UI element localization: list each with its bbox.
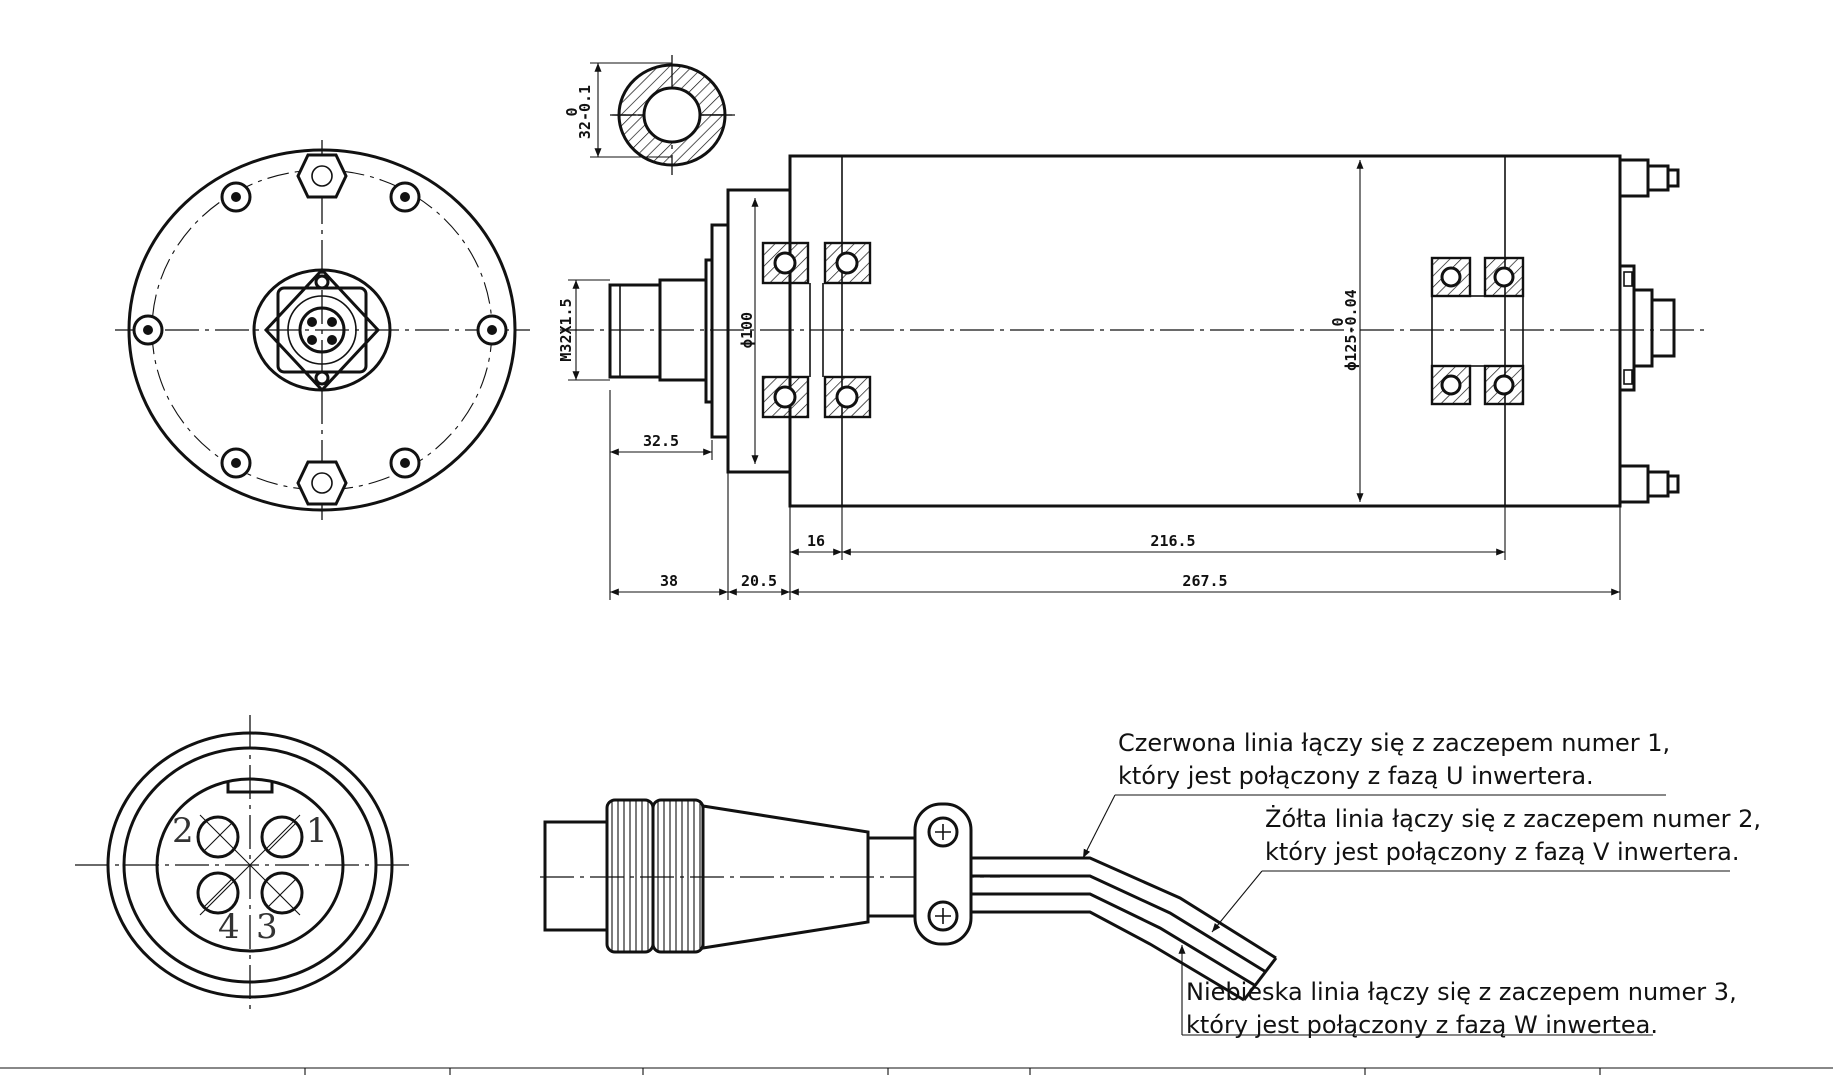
note-yellow-line-1: Żółta linia łączy się z zaczepem numer 2…	[1265, 805, 1762, 833]
pin-label-4: 4	[218, 907, 240, 947]
note-red-line-1: Czerwona linia łączy się z zaczepem nume…	[1118, 729, 1671, 757]
dim-bore-upper: 0	[563, 107, 581, 116]
dim-body-dia-upper: 0	[1329, 317, 1347, 326]
note-yellow-line-2: który jest połączony z fazą V inwertera.	[1265, 838, 1740, 866]
dim-flange-dia: ϕ100	[738, 312, 756, 348]
dim-body-dia: ϕ125-0.04	[1342, 289, 1360, 370]
note-yellow-wire: Żółta linia łączy się z zaczepem numer 2…	[1265, 803, 1761, 869]
dim-thread: M32X1.5	[557, 298, 575, 361]
pin-label-3: 3	[256, 907, 278, 947]
dim-267-5: 267.5	[1182, 572, 1227, 590]
bottom-divider	[0, 1067, 1833, 1075]
dim-38: 38	[660, 572, 678, 590]
dim-32-5: 32.5	[643, 432, 679, 450]
note-red-line-2: który jest połączony z fazą U inwertera.	[1118, 762, 1594, 790]
note-blue-line-2: który jest połączony z fazą W inwertea.	[1186, 1011, 1658, 1039]
dim-bore: 32-0.1	[576, 85, 594, 139]
dim-216-5: 216.5	[1150, 532, 1195, 550]
note-blue-line-1: Niebieska linia łączy się z zaczepem num…	[1186, 978, 1737, 1006]
connector-face: 1 2 3 4	[75, 715, 415, 1010]
mount-bolts	[132, 181, 508, 479]
cable-plug	[540, 798, 1278, 1002]
pin-label-1: 1	[306, 811, 328, 851]
note-red-wire: Czerwona linia łączy się z zaczepem nume…	[1118, 727, 1670, 793]
pin-label-2: 2	[172, 811, 194, 851]
dim-20-5: 20.5	[741, 572, 777, 590]
side-view: 0 32-0.1 M32X1.5 ϕ100 0 ϕ125-0.04 32.5 1…	[557, 55, 1705, 600]
front-view	[115, 140, 530, 520]
note-blue-wire: Niebieska linia łączy się z zaczepem num…	[1186, 976, 1737, 1042]
leader-lines	[1082, 794, 1730, 1036]
dim-16: 16	[807, 532, 825, 550]
